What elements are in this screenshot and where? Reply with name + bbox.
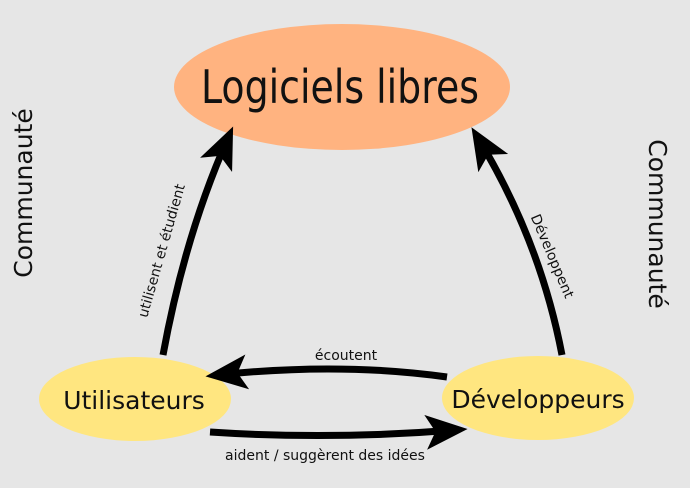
arrow-users-to-software xyxy=(159,126,234,356)
arrow-developers-to-users xyxy=(205,354,448,390)
side-label-right: Communauté xyxy=(643,139,672,309)
node-developers-label: Développeurs xyxy=(451,385,624,414)
edge-label-developers-to-users: écoutent xyxy=(315,348,378,364)
arrow-users-to-developers xyxy=(209,414,468,450)
edge-label-users-to-software: utilisent et étudient xyxy=(135,182,189,320)
node-software xyxy=(174,24,510,150)
arrow-developers-to-software xyxy=(471,127,566,356)
side-label-left: Communauté xyxy=(9,108,38,278)
node-users-label: Utilisateurs xyxy=(63,386,205,415)
node-developers xyxy=(442,356,634,440)
node-users xyxy=(39,357,231,441)
node-software-label: Logiciels libres xyxy=(201,60,479,114)
edge-label-users-to-developers: aident / suggèrent des idées xyxy=(225,448,425,464)
